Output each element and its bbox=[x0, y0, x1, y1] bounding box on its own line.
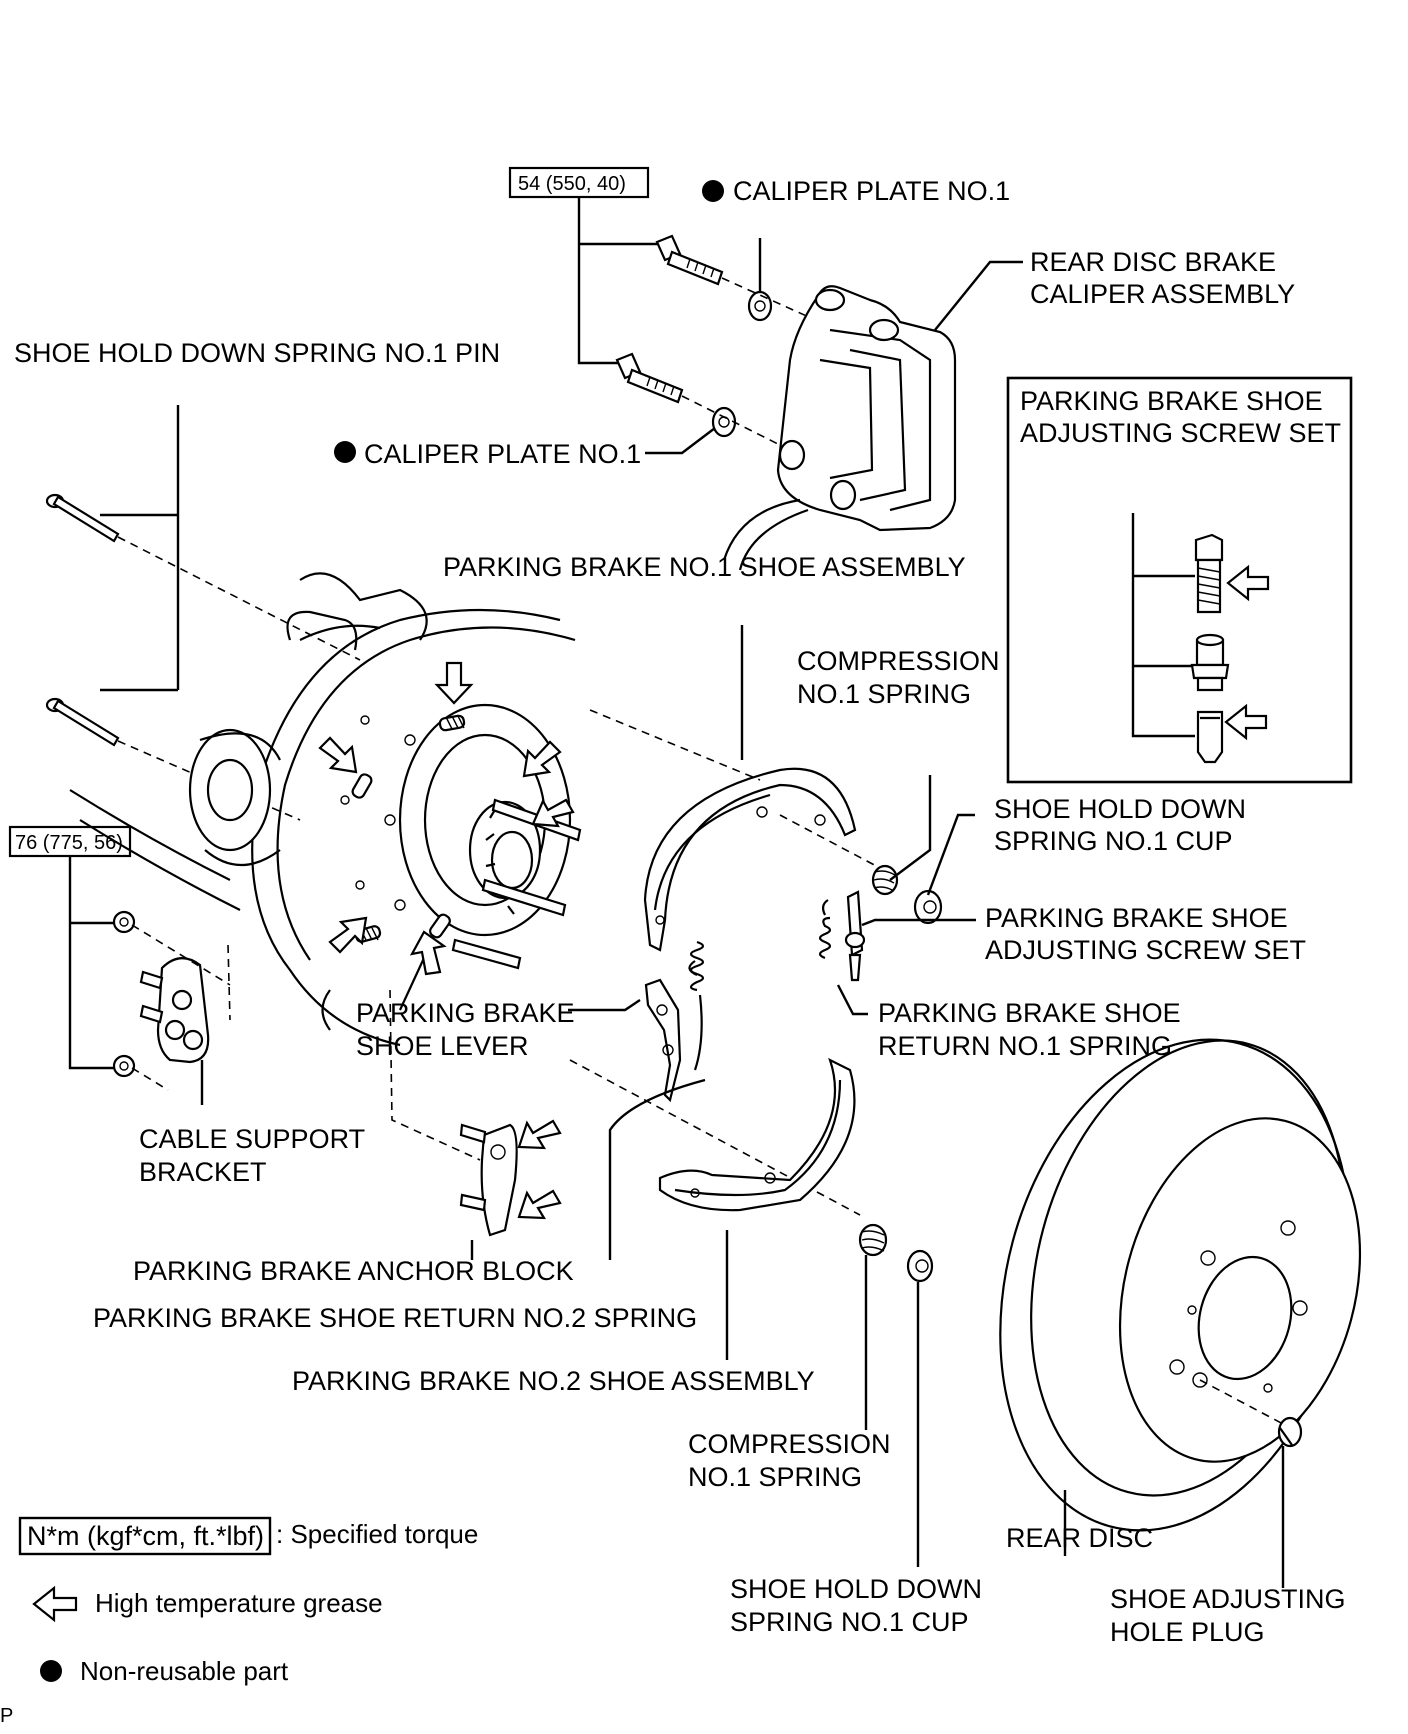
hold-down-pin-upper bbox=[45, 493, 120, 543]
cable-support-bracket-drawing bbox=[112, 910, 210, 1078]
legend-torque-text: : Specified torque bbox=[276, 1519, 478, 1549]
inset-box: PARKING BRAKE SHOE ADJUSTING SCREW SET bbox=[1006, 376, 1353, 784]
legend-torque-unit: N*m (kgf*cm, ft.*lbf) bbox=[27, 1521, 264, 1551]
hold-down-cup-bottom bbox=[906, 1249, 934, 1283]
torque-box-bracket: 76 (775, 56) bbox=[8, 825, 132, 858]
label-caliper-plate-top: CALIPER PLATE NO.1 bbox=[733, 176, 1010, 206]
caliper-plate-upper bbox=[747, 290, 773, 322]
label-hold-down-pin: SHOE HOLD DOWN SPRING NO.1 PIN bbox=[14, 338, 500, 368]
caliper-bolt-upper bbox=[655, 234, 724, 286]
legend-nonreusable-text: Non-reusable part bbox=[80, 1656, 289, 1686]
inset-title-line-2: ADJUSTING SCREW SET bbox=[1020, 418, 1341, 448]
label-cup-bottom-1: SHOE HOLD DOWN bbox=[730, 1574, 982, 1604]
grease-arrows-anchor bbox=[517, 1119, 562, 1220]
caliper-plate-lower bbox=[711, 406, 737, 438]
callout-labels: CALIPER PLATE NO.1 REAR DISC BRAKE CALIP… bbox=[14, 176, 1346, 1647]
legend-nonreusable-dot-icon bbox=[40, 1660, 62, 1682]
nonreusable-dot-top bbox=[702, 180, 724, 202]
torque-value-bracket: 76 (775, 56) bbox=[15, 832, 123, 854]
grease-arrows-hub bbox=[318, 661, 575, 976]
label-compression-bottom-1: COMPRESSION bbox=[688, 1429, 891, 1459]
legend-grease-text: High temperature grease bbox=[95, 1588, 383, 1618]
label-return-no1-2: RETURN NO.1 SPRING bbox=[878, 1031, 1172, 1061]
rear-disc-drawing bbox=[999, 1038, 1362, 1532]
label-cable-bracket-2: BRACKET bbox=[139, 1157, 267, 1187]
inset-title-line-1: PARKING BRAKE SHOE bbox=[1020, 386, 1323, 416]
return-spring-no1-drawing bbox=[818, 899, 832, 960]
torque-box-caliper: 54 (550, 40) bbox=[508, 166, 650, 199]
adjusting-screw-set-drawing bbox=[844, 890, 866, 982]
inset-adjusting-nut bbox=[1190, 633, 1230, 692]
label-cup-bottom-2: SPRING NO.1 CUP bbox=[730, 1607, 969, 1637]
label-cable-bracket-1: CABLE SUPPORT bbox=[139, 1124, 365, 1154]
label-pb-no2-shoe: PARKING BRAKE NO.2 SHOE ASSEMBLY bbox=[292, 1366, 815, 1396]
label-anchor-block: PARKING BRAKE ANCHOR BLOCK bbox=[133, 1256, 574, 1286]
return-spring-no2-drawing bbox=[688, 940, 705, 1071]
label-pb-no1-shoe: PARKING BRAKE NO.1 SHOE ASSEMBLY bbox=[443, 552, 966, 582]
label-compression-top-2: NO.1 SPRING bbox=[797, 679, 971, 709]
caliper-bolt-lower bbox=[615, 352, 684, 404]
compression-spring-top bbox=[871, 864, 899, 896]
legend-grease-arrow-icon bbox=[32, 1585, 78, 1623]
compression-spring-bottom bbox=[858, 1223, 888, 1257]
label-hole-plug-2: HOLE PLUG bbox=[1110, 1617, 1265, 1647]
nonreusable-dot-mid bbox=[334, 441, 356, 463]
hold-down-cup-top bbox=[913, 889, 943, 925]
label-shoe-lever-1: PARKING BRAKE bbox=[356, 998, 575, 1028]
anchor-block-drawing bbox=[459, 1123, 518, 1237]
label-compression-bottom-2: NO.1 SPRING bbox=[688, 1462, 862, 1492]
label-cup-top-2: SPRING NO.1 CUP bbox=[994, 826, 1233, 856]
legend-torque-box bbox=[18, 1516, 272, 1556]
label-adjusting-screw-2: ADJUSTING SCREW SET bbox=[985, 935, 1306, 965]
hold-down-pin-lower bbox=[45, 697, 120, 747]
label-hole-plug-1: SHOE ADJUSTING bbox=[1110, 1584, 1346, 1614]
inset-adjusting-socket bbox=[1196, 710, 1224, 764]
label-rear-disc: REAR DISC bbox=[1006, 1523, 1153, 1553]
shoe-lever-drawing bbox=[644, 978, 682, 1103]
corner-mark: P bbox=[0, 1705, 13, 1727]
caliper-assembly-drawing bbox=[722, 285, 957, 571]
torque-value-caliper: 54 (550, 40) bbox=[518, 173, 626, 195]
label-caliper-assembly-1: REAR DISC BRAKE bbox=[1030, 247, 1276, 277]
label-adjusting-screw-1: PARKING BRAKE SHOE bbox=[985, 903, 1288, 933]
label-return-no1-1: PARKING BRAKE SHOE bbox=[878, 998, 1181, 1028]
inset-grease-arrows bbox=[1224, 564, 1270, 741]
label-caliper-plate-mid: CALIPER PLATE NO.1 bbox=[364, 439, 641, 469]
label-cup-top-1: SHOE HOLD DOWN bbox=[994, 794, 1246, 824]
legend: N*m (kgf*cm, ft.*lbf) : Specified torque… bbox=[0, 1516, 478, 1727]
hole-plug-drawing bbox=[1277, 1416, 1303, 1448]
label-caliper-assembly-2: CALIPER ASSEMBLY bbox=[1030, 279, 1295, 309]
inset-adjusting-screw bbox=[1194, 533, 1224, 614]
label-return-no2: PARKING BRAKE SHOE RETURN NO.2 SPRING bbox=[93, 1303, 697, 1333]
label-compression-top-1: COMPRESSION bbox=[797, 646, 1000, 676]
pb-no2-shoe-drawing bbox=[658, 1057, 856, 1212]
label-shoe-lever-2: SHOE LEVER bbox=[356, 1031, 529, 1061]
pb-no1-shoe-drawing bbox=[643, 767, 857, 952]
